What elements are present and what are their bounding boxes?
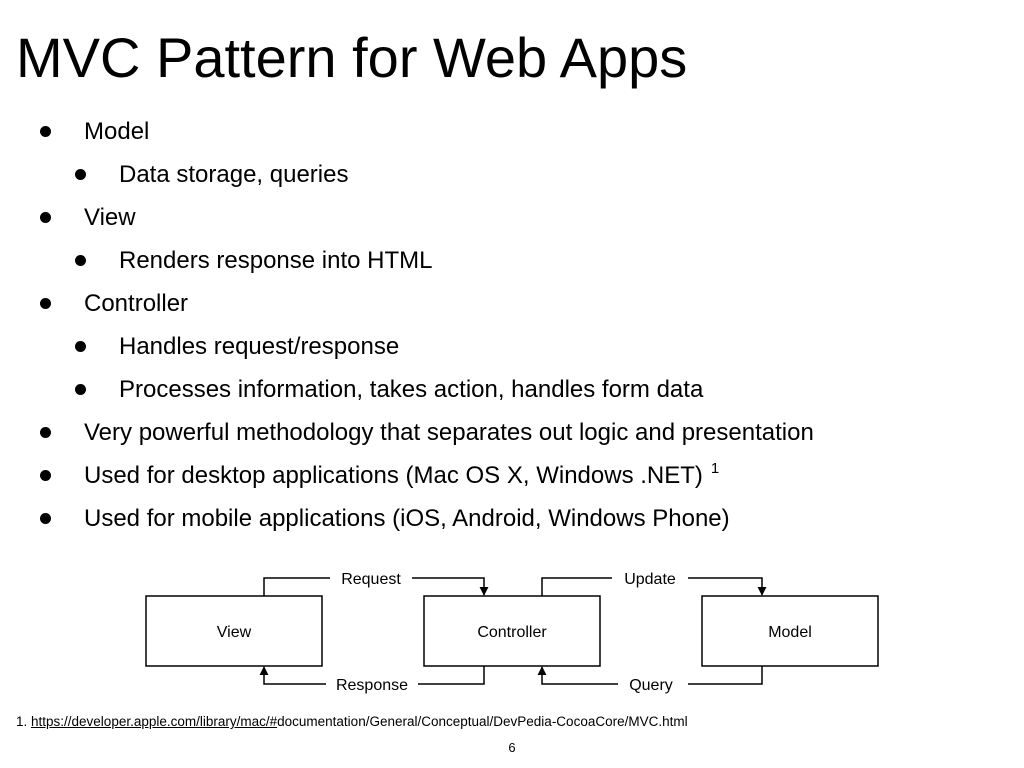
response-arrow-tail (418, 666, 485, 685)
bullet-text: Renders response into HTML (119, 247, 433, 274)
footnote-path: documentation/General/Conceptual/DevPedi… (277, 714, 688, 729)
bullet-text-with-footnote: Used for desktop applications (Mac OS X,… (84, 454, 719, 500)
view-box-label: View (217, 624, 252, 641)
bullet-text: Controller (84, 290, 189, 317)
bullet-dot-icon (75, 255, 86, 266)
bullet-dot-icon (40, 470, 51, 481)
footnote-link[interactable]: https://developer.apple.com/library/mac/… (31, 714, 278, 729)
footnote-reference: 1 (710, 460, 720, 477)
bullet-dot-icon (40, 298, 51, 309)
update-arrow-tail (541, 577, 612, 596)
slide-title: MVC Pattern for Web Apps (16, 26, 688, 89)
bullet-text: Used for mobile applications (iOS, Andro… (84, 505, 730, 532)
bullet-dot-icon (75, 384, 86, 395)
bullet-dot-icon (40, 513, 51, 524)
response-label: Response (336, 677, 408, 694)
request-arrow (412, 577, 489, 596)
footnote: 1. https://developer.apple.com/library/m… (16, 714, 688, 729)
model-box-label: Model (768, 624, 812, 641)
controller-box-label: Controller (477, 624, 547, 641)
bullet-text: Used for desktop applications (Mac OS X,… (84, 462, 703, 489)
bullet-text: Very powerful methodology that separates… (84, 419, 814, 446)
query-arrow-tail (688, 666, 763, 685)
request-arrow-tail (263, 577, 330, 596)
bullet-text: Handles request/response (119, 333, 400, 360)
update-arrow (688, 577, 767, 596)
query-label: Query (629, 677, 673, 694)
bullet-text: Processes information, takes action, han… (119, 376, 704, 403)
update-label: Update (624, 571, 676, 588)
bullet-dot-icon (75, 169, 86, 180)
bullet-text: Model (84, 118, 150, 145)
bullet-text: View (84, 204, 136, 231)
view-box (145, 595, 323, 667)
request-label: Request (341, 571, 401, 588)
response-arrow (259, 666, 326, 685)
bullet-text: Data storage, queries (119, 161, 349, 188)
bullet-dot-icon (75, 341, 86, 352)
bullet-dot-icon (40, 126, 51, 137)
page-number: 6 (508, 740, 516, 755)
bullet-dot-icon (40, 427, 51, 438)
footnote-number: 1. (16, 714, 32, 729)
bullet-dot-icon (40, 212, 51, 223)
model-box (701, 595, 879, 667)
query-arrow (537, 666, 618, 685)
controller-box (423, 595, 601, 667)
